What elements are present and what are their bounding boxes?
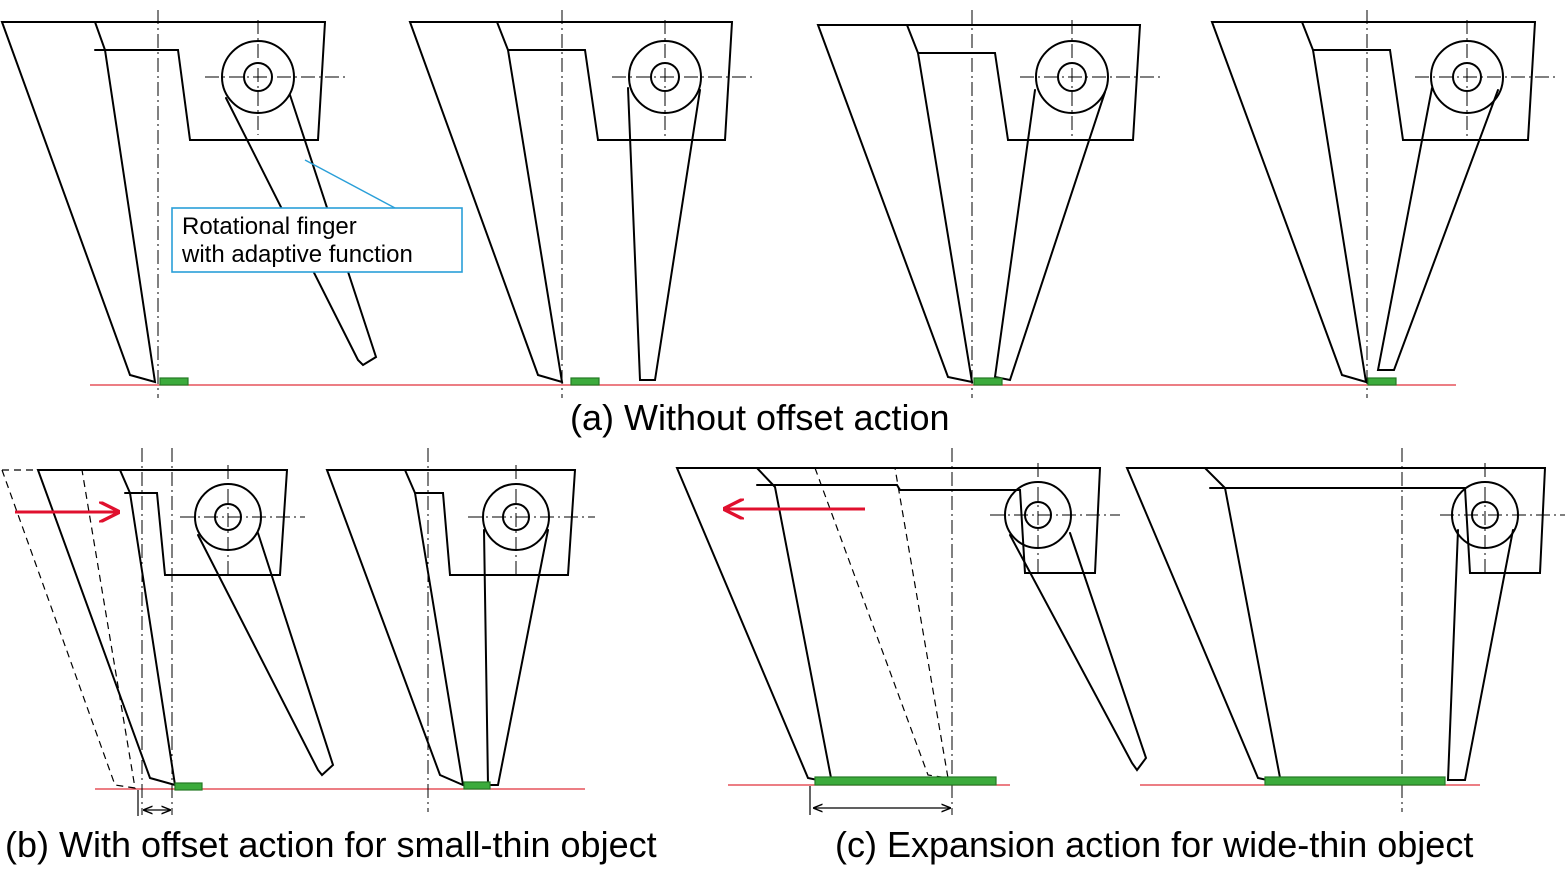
- rotational-finger: [197, 532, 335, 777]
- finger-previous-position: [1, 469, 136, 789]
- thin-object: [159, 377, 189, 386]
- rotational-finger: [627, 87, 701, 381]
- fixed-finger: [1125, 467, 1283, 785]
- finger-mount: [119, 469, 289, 576]
- fixed-finger: [1210, 21, 1368, 384]
- pivot-outer: [1035, 40, 1109, 114]
- panel-c-frame-1: [675, 448, 1148, 815]
- panel-a-frame-1: [0, 10, 480, 398]
- wide-object: [814, 776, 997, 786]
- finger-mount: [1301, 21, 1537, 141]
- pivot-outer: [1430, 40, 1504, 114]
- rotational-finger: [483, 529, 549, 786]
- caption-b: (b) With offset action for small-thin ob…: [5, 824, 657, 865]
- callout-line-1: Rotational finger: [182, 213, 357, 240]
- fixed-finger: [325, 469, 465, 787]
- caption-c: (c) Expansion action for wide-thin objec…: [835, 824, 1473, 865]
- callout-line-2: with adaptive function: [181, 241, 413, 268]
- thin-object: [174, 782, 203, 791]
- thin-object: [570, 377, 600, 386]
- rotational-finger: [1009, 532, 1148, 772]
- wide-object: [1264, 776, 1446, 786]
- panel-a-frame-3: [816, 10, 1160, 398]
- finger-mount: [404, 469, 577, 576]
- caption-a: (a) Without offset action: [570, 397, 950, 438]
- finger-mount: [756, 467, 1102, 574]
- fixed-finger: [675, 467, 834, 785]
- pivot-outer: [628, 40, 702, 114]
- thin-object: [1367, 377, 1397, 386]
- rotational-finger: [993, 89, 1106, 382]
- callout-leader: [304, 159, 396, 209]
- finger-mount: [906, 24, 1142, 141]
- finger-previous-position: [814, 467, 949, 779]
- finger-mount: [496, 21, 734, 141]
- callout: Rotational finger with adaptive function: [171, 159, 463, 273]
- rotational-finger: [1446, 529, 1514, 781]
- fixed-finger: [0, 21, 157, 384]
- rotational-finger: [1376, 87, 1499, 371]
- panel-a-frame-2: [408, 10, 870, 398]
- fixed-finger: [408, 21, 564, 384]
- thin-object: [463, 781, 491, 790]
- panel-b-frame-2: [315, 448, 595, 812]
- fixed-finger: [816, 24, 974, 384]
- panel-c-frame-2: [1125, 448, 1565, 812]
- fixed-finger: [36, 469, 177, 787]
- finger-mount: [89, 21, 327, 141]
- pivot-outer: [221, 40, 295, 114]
- thin-object: [973, 377, 1003, 386]
- panel-b-frame-1: [1, 448, 335, 816]
- panel-a-frame-4: [1070, 10, 1555, 398]
- callout-box: [171, 207, 463, 273]
